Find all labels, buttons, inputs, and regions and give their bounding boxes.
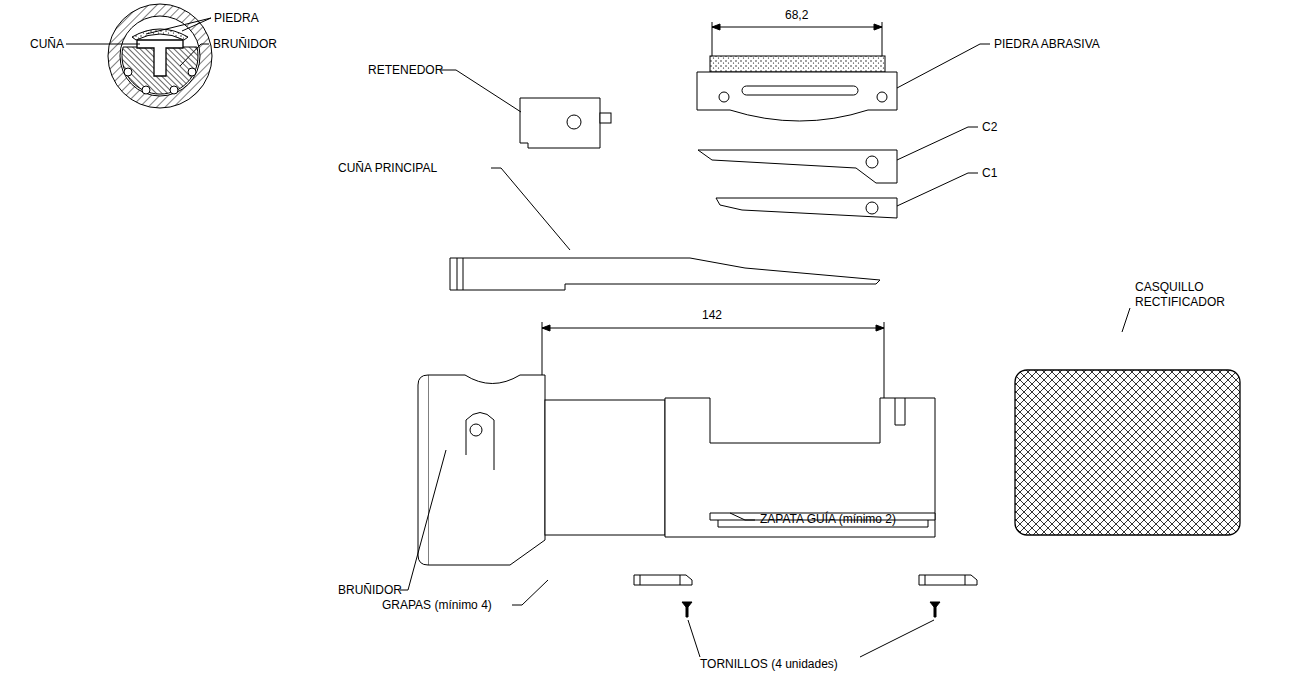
hole (866, 202, 878, 214)
hole (470, 424, 482, 436)
grinding-sleeve (1015, 370, 1240, 535)
part-label: CUÑA PRINCIPAL (338, 161, 437, 176)
guide-shoe (710, 513, 935, 527)
screw (682, 602, 692, 617)
hole (567, 115, 581, 129)
wedge-c2 (698, 150, 897, 183)
part-label: BRUÑIDOR (213, 37, 277, 52)
main-wedge (450, 258, 880, 290)
extension-line (712, 22, 882, 56)
screw (930, 602, 940, 617)
part-label: PIEDRA (214, 11, 259, 26)
hone-body (665, 398, 935, 537)
part-label: RETENEDOR (368, 63, 443, 78)
groove (188, 68, 196, 76)
wedge-section (137, 40, 183, 76)
leader-line (730, 513, 755, 520)
leader-line (66, 44, 140, 45)
wedge-end-lines (457, 258, 463, 290)
part-label: CUÑA (30, 37, 64, 52)
leader-line (441, 70, 521, 112)
clip (634, 575, 692, 585)
housing-section (108, 4, 212, 108)
groove (124, 68, 132, 76)
leader-line (491, 168, 570, 250)
clip (919, 575, 977, 585)
leader-line (688, 620, 934, 657)
hole (866, 156, 878, 168)
dimension-arrow (712, 24, 882, 30)
holder-slot (742, 86, 858, 95)
dimension-line (542, 328, 884, 329)
wedge-c1 (716, 198, 897, 218)
groove (170, 86, 178, 94)
leader-line (897, 44, 990, 88)
stone-holder (697, 72, 897, 121)
dimension-arrow (542, 325, 884, 331)
clip-detail (925, 575, 965, 585)
leader-line (146, 18, 211, 34)
leader-line (180, 44, 209, 66)
leader-line (512, 580, 548, 605)
part-label: GRAPAS (mínimo 4) (382, 598, 492, 613)
hone-head (428, 375, 545, 565)
part-label: PIEDRA ABRASIVA (994, 37, 1100, 52)
leader-line (897, 127, 978, 160)
head-slot (466, 413, 494, 471)
hole (719, 92, 729, 102)
part-label: C1 (982, 166, 997, 181)
leader-line (1122, 308, 1130, 332)
leader-line (400, 450, 446, 590)
part-label: ZAPATA GUÍA (mínimo 2) (760, 512, 896, 527)
abrasive-stone (710, 56, 885, 72)
retainer-pin (600, 113, 611, 123)
part-label: BRUÑIDOR (338, 583, 402, 598)
clip-detail (640, 575, 680, 585)
dimension-line (712, 27, 882, 28)
dimension-value: 68,2 (785, 8, 808, 23)
part-label: CASQUILLO RECTIFICADOR (1135, 280, 1245, 310)
part-label: TORNILLOS (4 unidades) (700, 657, 838, 672)
part-label: C2 (982, 120, 997, 135)
hole (877, 92, 887, 102)
hone-shaft (545, 400, 665, 535)
leader-line (897, 173, 978, 206)
groove (142, 86, 150, 94)
retainer (520, 98, 600, 148)
dimension-value: 142 (702, 308, 722, 323)
body-notch (895, 398, 905, 425)
